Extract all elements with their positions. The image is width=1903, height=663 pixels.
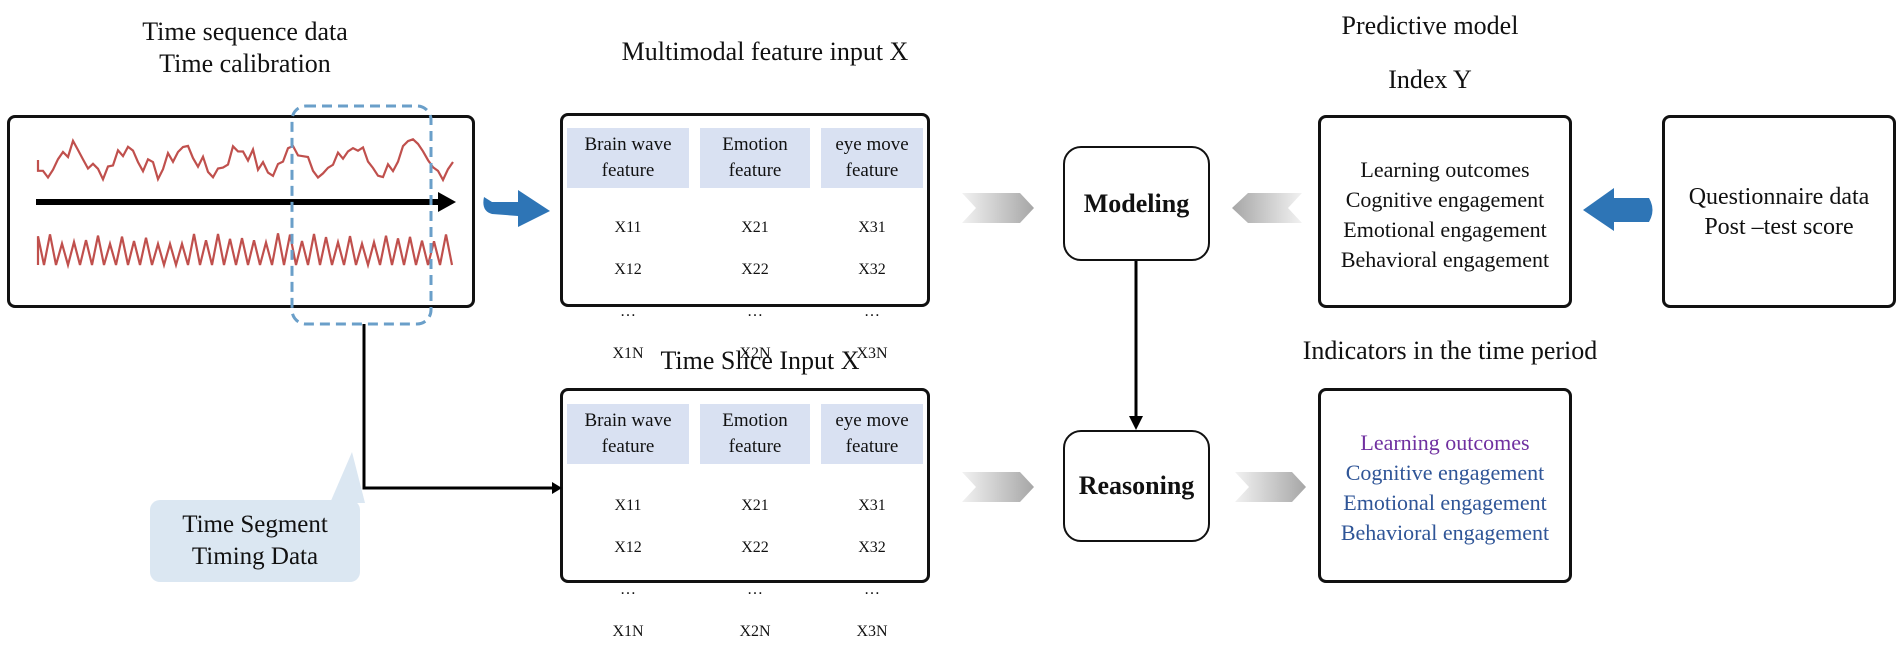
feature-value: … [747,581,763,598]
time-sequence-line: Time sequence data [142,17,348,46]
index-item: Cognitive engagement [1345,187,1545,212]
indicator-item: Cognitive engagement [1345,460,1545,485]
indicators-items: Learning outcomes Cognitive engagement E… [1318,428,1572,548]
feature-header-label: Emotion feature [722,134,788,181]
callout-line: Time Segment [182,511,328,538]
questionnaire-text: Questionnaire data Post –test score [1662,182,1896,242]
index-item: Learning outcomes [1360,157,1530,182]
feature-value: X2N [739,623,771,640]
callout-tail [330,452,365,503]
feature-value: X11 [614,219,642,236]
chevron-slice-to-reasoning [962,472,1034,502]
time-axis-arrowhead [438,192,456,212]
feature-value: X12 [614,261,642,278]
index-y-box [1318,115,1572,308]
questionnaire-box [1662,115,1896,308]
feature-value: … [864,581,880,598]
feature-value: X3N [856,345,888,362]
feature-value: … [747,303,763,320]
modeling-to-reasoning-arrowhead [1129,416,1143,430]
feature-value: X1N [612,345,644,362]
feature-value: X21 [741,497,769,514]
blue-arrow-to-index [1583,188,1653,231]
chevron-features-to-modeling [962,193,1034,223]
indicators-title: Indicators in the time period [1302,336,1598,365]
feature-values-brain-wave: X11 X12 … X1N [578,196,678,385]
feature-value: X2N [739,345,771,362]
feature-header-label: Emotion feature [722,410,788,457]
indicator-item: Emotional engagement [1343,490,1547,515]
index-item: Behavioral engagement [1340,247,1550,272]
indicator-item: Learning outcomes [1360,430,1530,455]
multimodal-title: Multimodal feature input X [621,37,909,66]
feature-header-eye-move: eye move feature [821,128,923,188]
signal-trace-top [36,137,454,183]
feature-value: X31 [858,219,886,236]
feature-value: X22 [741,261,769,278]
segment-connector-arrowhead [552,482,562,494]
feature-header-label: eye move feature [835,410,909,457]
slice-header-emotion: Emotion feature [700,404,810,464]
predictive-title: Predictive model [1341,11,1519,40]
blue-arrow-to-features [483,190,550,227]
questionnaire-line: Questionnaire data [1688,184,1870,210]
reasoning-node: Reasoning [1063,430,1210,542]
segment-connector [362,324,552,490]
feature-value: … [864,303,880,320]
feature-value: X31 [858,497,886,514]
feature-value: X1N [612,623,644,640]
indicator-item: Behavioral engagement [1340,520,1550,545]
feature-value: X12 [614,539,642,556]
feature-header-label: Brain wave feature [584,410,672,457]
feature-header-label: eye move feature [835,134,909,181]
chevron-reasoning-to-indicators [1235,472,1306,502]
feature-header-emotion: Emotion feature [700,128,810,188]
time-series-box [7,115,475,308]
index-y-items: Learning outcomes Cognitive engagement E… [1318,155,1572,275]
feature-header-label: Brain wave feature [584,134,672,181]
feature-values-eye-move: X31 X32 … X3N [822,196,922,385]
diagram-graphics [36,104,1653,503]
time-sequence-title: Time sequence data Time calibration [70,16,420,80]
feature-value: X22 [741,539,769,556]
time-slice-title: Time Slice Input X [660,346,860,375]
index-title: Index Y [1388,65,1472,94]
time-calibration-line: Time calibration [159,49,331,78]
time-window-selection [290,104,433,326]
feature-header-brain-wave: Brain wave feature [567,128,689,188]
slice-header-eye-move: eye move feature [821,404,923,464]
feature-value: X11 [614,497,642,514]
modeling-node: Modeling [1063,146,1210,261]
chevron-index-to-modeling [1232,193,1302,223]
feature-value: … [620,581,636,598]
feature-value: … [620,303,636,320]
feature-value: X32 [858,539,886,556]
callout-line: Timing Data [191,543,319,570]
index-item: Emotional engagement [1343,217,1547,242]
feature-value: X3N [856,623,888,640]
time-segment-callout: Time Segment Timing Data [150,500,360,582]
questionnaire-line: Post –test score [1704,214,1854,240]
signal-trace-bottom [36,233,454,270]
indicators-box [1318,388,1572,583]
feature-value: X21 [741,219,769,236]
slice-header-brain-wave: Brain wave feature [567,404,689,464]
feature-value: X32 [858,261,886,278]
feature-values-emotion: X21 X22 … X2N [705,196,805,385]
